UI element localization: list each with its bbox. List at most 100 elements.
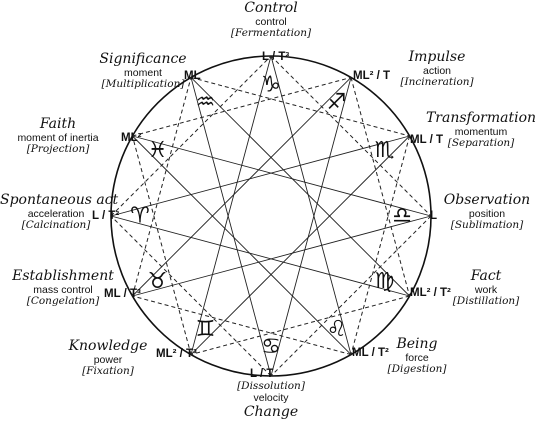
dimension-knowledge: ML² / T³: [156, 348, 197, 360]
subtitle-transformation: momentum: [454, 125, 508, 138]
subtitle-being: force: [405, 351, 429, 364]
establishment-sign-glyph: ♉: [148, 269, 168, 294]
dimension-being: ML / T²: [352, 347, 389, 359]
observation-sign-glyph: ♎: [392, 204, 412, 229]
subtitle-spontaneous: acceleration: [27, 207, 85, 220]
process-knowledge: [Fixation]: [82, 365, 134, 378]
solid-star-lines: [110, 55, 432, 377]
subtitle-knowledge: power: [93, 353, 123, 366]
dimension-control: L / T³: [262, 51, 290, 63]
star-line: [110, 215, 410, 297]
square-line: [131, 77, 192, 297]
process-establishment: [Congelation]: [26, 295, 100, 308]
title-transformation: Transformation: [425, 110, 537, 126]
title-change: Change: [243, 403, 299, 420]
subtitle-significance: moment: [124, 66, 162, 79]
title-impulse: Impulse: [408, 49, 466, 65]
change-sign-glyph: ♋: [261, 335, 281, 360]
dimension-spontaneous: L / T²: [92, 210, 120, 222]
spontaneous-sign-glyph: ♈: [130, 204, 150, 229]
dimension-significance: ML: [184, 70, 201, 82]
dashed-square-lines: [110, 55, 432, 377]
square-line: [132, 76, 352, 137]
square-line: [110, 55, 272, 217]
zodiac-glyphs: ♑♐♏♎♍♌♋♊♉♈♓♒: [130, 73, 412, 360]
being-sign-glyph: ♌: [327, 317, 347, 342]
title-faith: Faith: [39, 116, 77, 132]
label-being: Being force [Digestion]: [382, 336, 452, 376]
star-line: [190, 55, 272, 355]
dimension-establishment: ML / T³: [104, 288, 141, 300]
subtitle-fact: work: [474, 283, 498, 296]
subtitle-impulse: action: [422, 64, 452, 77]
title-significance: Significance: [99, 51, 187, 67]
label-spontaneous: Spontaneous act acceleration [Calcinatio…: [0, 192, 119, 232]
square-line: [270, 55, 432, 217]
process-control: [Fermentation]: [230, 27, 312, 40]
subtitle-control: control: [255, 15, 287, 28]
square-line: [270, 215, 432, 377]
label-impulse: Impulse action [Incineration]: [382, 49, 492, 89]
process-fact: [Distillation]: [452, 295, 520, 308]
fact-sign-glyph: ♍: [375, 269, 395, 294]
dimension-observation: L: [430, 210, 438, 222]
star-line: [190, 77, 272, 377]
process-change: [Dissolution]: [237, 380, 305, 392]
title-being: Being: [396, 336, 438, 352]
outer-circle: [110, 55, 432, 377]
square-line: [190, 295, 410, 356]
significance-sign-glyph: ♒: [196, 90, 216, 115]
faith-sign-glyph: ♓: [148, 138, 168, 163]
star-line: [270, 77, 352, 377]
title-establishment: Establishment: [12, 268, 114, 284]
star-line: [132, 215, 432, 297]
subtitle-faith: moment of inertia: [17, 131, 99, 144]
title-knowledge: Knowledge: [68, 338, 148, 354]
label-change: [Dissolution] velocity Change: [211, 380, 331, 420]
dimension-transformation: ML / T: [410, 134, 444, 146]
process-impulse: [Incineration]: [400, 76, 474, 89]
label-faith: Faith moment of inertia [Projection]: [2, 116, 114, 156]
subtitle-establishment: mass control: [33, 283, 93, 296]
star-line: [110, 135, 410, 217]
process-significance: [Multiplication]: [101, 78, 185, 91]
label-observation: Observation position [Sublimation]: [432, 192, 542, 232]
star-line: [190, 135, 410, 355]
label-fact: Fact work [Distillation]: [440, 268, 532, 308]
square-line: [350, 135, 411, 355]
dimension-fact: ML² / T²: [410, 287, 451, 299]
process-faith: [Projection]: [26, 143, 90, 156]
label-control: Control control [Fermentation]: [211, 0, 331, 40]
square-line: [131, 135, 192, 355]
label-knowledge: Knowledge power [Fixation]: [60, 338, 156, 378]
title-spontaneous: Spontaneous act: [0, 192, 119, 208]
knowledge-sign-glyph: ♊: [196, 317, 216, 342]
square-line: [350, 77, 411, 297]
process-being: [Digestion]: [387, 363, 447, 376]
label-significance: Significance moment [Multiplication]: [88, 51, 198, 91]
star-line: [270, 55, 352, 355]
process-observation: [Sublimation]: [450, 219, 524, 232]
star-line: [132, 135, 352, 355]
subtitle-change: velocity: [253, 391, 289, 404]
dimension-faith: ML²: [121, 132, 142, 144]
title-fact: Fact: [470, 268, 502, 284]
impulse-sign-glyph: ♐: [327, 90, 347, 115]
square-line: [132, 295, 352, 356]
process-transformation: [Separation]: [447, 137, 515, 150]
star-line: [190, 77, 410, 297]
label-transformation: Transformation momentum [Separation]: [420, 110, 542, 150]
dimension-change: L / T: [250, 368, 274, 380]
label-establishment: Establishment mass control [Congelation]: [2, 268, 124, 308]
star-line: [132, 77, 352, 297]
title-control: Control: [244, 0, 298, 16]
process-spontaneous: [Calcination]: [21, 219, 91, 232]
title-observation: Observation: [443, 192, 531, 208]
control-sign-glyph: ♑: [261, 73, 281, 98]
square-line: [190, 76, 410, 137]
star-line: [132, 135, 432, 217]
dimension-impulse: ML² / T: [353, 70, 391, 82]
square-line: [110, 215, 272, 377]
subtitle-observation: position: [468, 207, 506, 220]
